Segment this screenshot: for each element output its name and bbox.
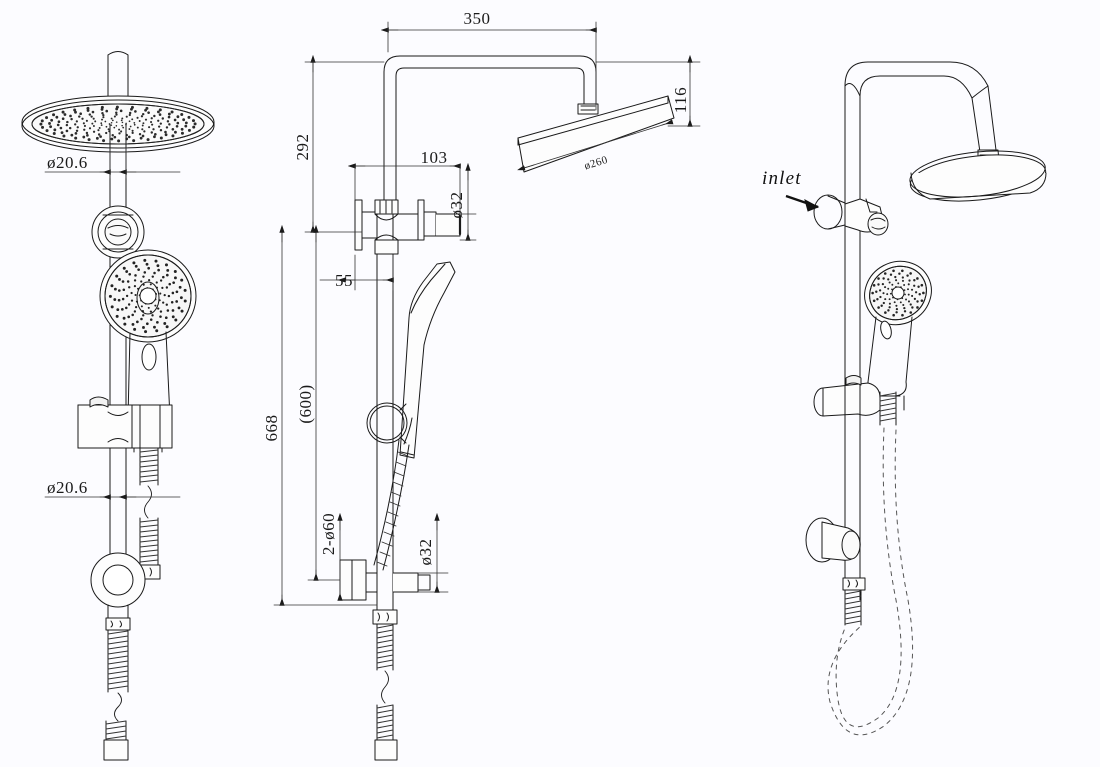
dimension-lines [44,21,701,606]
flexible-hose-side [373,439,410,571]
wall-flange-side [339,559,431,613]
dim-label-116: 116 [671,87,690,113]
flexible-hose-lower [103,604,131,761]
dim-dia-32-lower [417,512,449,593]
rain-shower-head-iso [909,150,1047,202]
dim-dia-260 [517,119,674,171]
dim-292 [304,54,385,233]
dim-label-dia-32-upper: ø32 [447,192,466,219]
dim-350 [380,21,597,111]
slide-bracket-iso [813,375,901,417]
diverter-valve-iso [813,194,889,236]
front-elevation-view [21,51,215,761]
dim-668 [273,224,378,606]
dim-116 [595,54,701,127]
dim-dia-206-upper [44,147,181,179]
dim-dia-32-upper [459,162,477,241]
wall-flange [90,552,146,608]
diverter-valve-side [354,199,462,255]
slide-bracket [77,396,173,449]
dim-label-dia-206-lower: ø20.6 [47,478,88,497]
inlet-label: inlet [762,168,802,189]
dim-label-2-dia-60: 2-ø60 [319,513,338,555]
hand-shower-iso [864,260,932,411]
side-elevation-view [339,55,675,761]
wall-flange-iso [805,517,861,563]
dim-label-103: 103 [421,148,448,167]
isometric-3d-view [805,61,1047,736]
dim-label-600: (600) [296,384,315,423]
dim-103 [347,163,461,215]
hand-shower [99,249,197,453]
dimension-texts: ø20.6 ø20.6 350 292 116 ø260 103 ø32 55 … [47,9,820,566]
riser-rail [109,123,127,581]
shower-arm-side [383,55,599,213]
dim-600 [307,224,341,581]
flexible-hose-iso-lower [842,577,866,626]
dim-label-668: 668 [262,415,281,442]
hose-loop-dashed [827,427,913,736]
rain-shower-head-side [517,95,675,173]
dim-label-350: 350 [464,9,491,28]
dim-label-dia-206-upper: ø20.6 [47,153,88,172]
rain-shower-head [21,95,215,153]
dim-label-dia-32-lower: ø32 [416,539,435,566]
flexible-hose-iso-upper [879,391,897,426]
flexible-hose-side-lower [372,609,398,761]
inlet-arrow-icon [785,194,820,212]
slide-bracket-side [366,402,408,444]
dim-label-55: 55 [335,271,353,290]
diverter-valve [91,205,145,259]
dim-label-dia-260: ø260 [583,154,609,172]
dim-55 [319,254,394,291]
hand-shower-side [399,261,456,459]
dim-label-292: 292 [293,134,312,161]
flexible-hose-upper [137,447,161,580]
